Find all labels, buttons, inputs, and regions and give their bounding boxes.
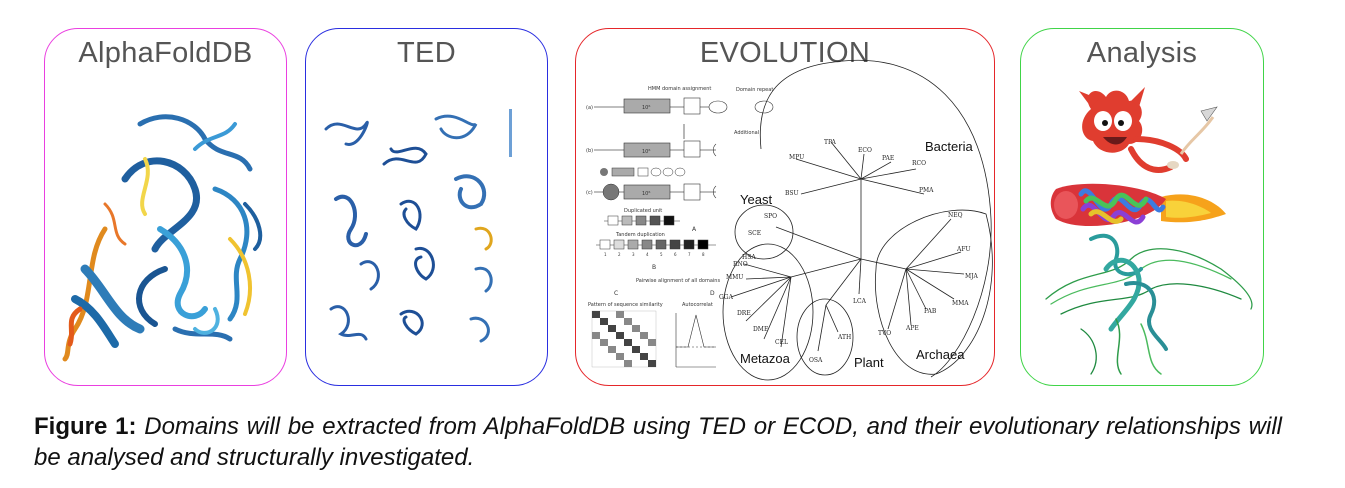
taxon-mma: MMA <box>952 300 969 307</box>
taxon-afu: AFU <box>956 246 971 253</box>
taxon-ape: APE <box>905 325 919 332</box>
step-b-letter: B <box>652 264 656 271</box>
alphafold-structure-image <box>62 114 263 362</box>
row-b-label: (b) <box>586 148 593 154</box>
row-c-label: (c) <box>586 190 593 196</box>
evolution-title: EVOLUTION <box>699 37 871 69</box>
analysis-title: Analysis <box>1086 37 1198 69</box>
taxon-neq: NEQ <box>948 212 963 219</box>
analysis-illustration <box>1045 87 1253 375</box>
group-archaea: Archaea <box>916 347 965 362</box>
alphafolddb-panel: AlphaFoldDB <box>44 28 287 386</box>
taxon-rno: RNO <box>733 261 748 268</box>
taxon-tvo: TVO <box>878 330 891 337</box>
row-a-exponent: 10⁶ <box>642 105 650 111</box>
autocorrelation-label: Autocorrelat <box>682 302 713 308</box>
hmm-label: HMM domain assignment <box>648 86 711 92</box>
tandem-duplication-label: Tandem duplication <box>615 232 665 238</box>
taxon-spo: SPO <box>764 213 777 220</box>
ted-domains-image <box>324 109 512 343</box>
taxon-mmu: MMU <box>726 274 743 281</box>
taxon-rco: RCO <box>912 160 926 167</box>
taxon-sce: SCE <box>748 230 761 237</box>
group-bacteria: Bacteria <box>925 139 973 154</box>
caption-text: Domains will be extracted from AlphaFold… <box>34 413 1282 471</box>
svg-text:4: 4 <box>646 252 649 257</box>
domain-repeat-label: Domain repeat <box>736 87 773 93</box>
caption-label: Figure 1: <box>34 413 137 440</box>
evolution-panel: EVOLUTION HMM domain assignment Domain r… <box>575 28 995 386</box>
svg-text:5: 5 <box>660 252 663 257</box>
svg-text:2: 2 <box>618 252 621 257</box>
taxon-dme: DME <box>753 326 768 333</box>
step-a-letter: A <box>692 226 697 233</box>
ted-panel: TED <box>305 28 548 386</box>
taxon-osa: OSA <box>809 357 823 364</box>
svg-text:6: 6 <box>674 252 677 257</box>
svg-text:3: 3 <box>632 252 635 257</box>
taxon-cel: CEL <box>775 339 788 346</box>
evolution-diagram: HMM domain assignment Domain repeat (a) … <box>586 60 993 381</box>
svg-text:1: 1 <box>604 252 607 257</box>
svg-text:7: 7 <box>688 252 691 257</box>
taxon-pae: PAE <box>882 155 894 162</box>
group-plant: Plant <box>854 355 884 370</box>
taxon-eco: ECO <box>858 147 872 154</box>
step-d-letter: D <box>710 290 715 297</box>
taxon-hsa: HSA <box>742 254 756 261</box>
pattern-label: Pattern of sequence similarity <box>588 302 663 308</box>
taxon-mpu: MPU <box>789 154 804 161</box>
taxon-gga: GGA <box>719 294 734 301</box>
cartoon-mascot <box>1079 87 1218 173</box>
additional-label: Additional <box>734 130 759 136</box>
row-a-label: (a) <box>586 105 593 111</box>
duplicated-unit-label: Duplicated unit <box>624 208 662 214</box>
analysis-panel: Analysis <box>1020 28 1264 386</box>
taxon-mja: MJA <box>965 273 979 280</box>
figure-caption: Figure 1: Domains will be extracted from… <box>34 411 1282 473</box>
taxon-ath: ATH <box>837 334 851 341</box>
step-c-letter: C <box>614 290 618 297</box>
taxon-tpa: TPA <box>824 139 836 146</box>
group-metazoa: Metazoa <box>740 351 791 366</box>
row-b-exponent: 10⁶ <box>642 149 650 155</box>
svg-text:8: 8 <box>702 252 705 257</box>
alphafolddb-title: AlphaFoldDB <box>78 37 253 69</box>
taxon-pab: PAB <box>924 308 937 315</box>
taxon-bsu: BSU <box>785 190 799 197</box>
taxon-lca: LCA <box>853 298 867 305</box>
taxon-pma: PMA <box>919 187 934 194</box>
taxon-dre: DRE <box>737 310 751 317</box>
pairwise-alignment-label: Pairwise alignment of all domains <box>636 278 720 284</box>
group-yeast: Yeast <box>740 192 772 207</box>
ted-title: TED <box>397 37 456 69</box>
row-c-exponent: 10⁶ <box>642 191 650 197</box>
